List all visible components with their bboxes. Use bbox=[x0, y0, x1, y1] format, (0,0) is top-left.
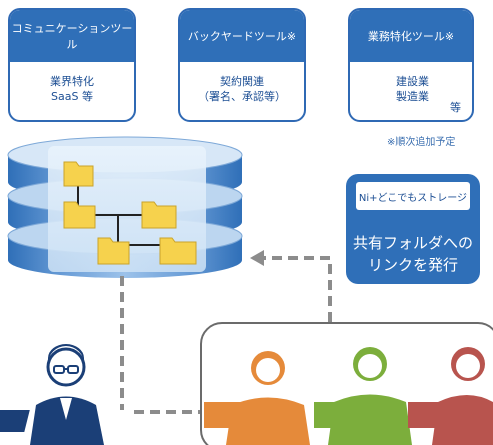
tool-card-title: 業務特化ツール※ bbox=[350, 10, 472, 62]
folder-icon bbox=[159, 237, 197, 265]
storage-caption-line: リンクを発行 bbox=[367, 256, 458, 274]
tool-card-body: 業界特化 SaaS 等 bbox=[10, 62, 134, 104]
folder-icon bbox=[63, 161, 94, 187]
tool-card-industry: 業務特化ツール※ 建設業 製造業 等 bbox=[348, 8, 474, 122]
arrow-head-icon bbox=[250, 250, 264, 266]
tool-card-line: 製造業 bbox=[396, 90, 429, 103]
admin-user-icon bbox=[0, 344, 104, 445]
tool-card-line: 建設業 bbox=[396, 75, 429, 88]
tool-card-line: 契約関連 bbox=[220, 75, 264, 88]
tool-card-title: コミュニケーションツール bbox=[10, 10, 134, 62]
tool-card-body: 建設業 製造業 等 bbox=[350, 62, 472, 120]
tool-card-line: 業界特化 bbox=[50, 75, 94, 88]
tool-card-extra: 等 bbox=[450, 101, 461, 114]
tool-card-title: バックヤードツール※ bbox=[180, 10, 304, 62]
storage-callout: Ni+どこでもストレージ 共有フォルダへの リンクを発行 bbox=[346, 174, 480, 284]
folder-icon bbox=[141, 201, 177, 229]
operator-user-icon bbox=[204, 351, 310, 445]
folder-icon bbox=[63, 201, 96, 229]
storage-caption-line: 共有フォルダへの bbox=[352, 234, 473, 252]
footnote: ※順次追加予定 bbox=[387, 137, 456, 148]
storage-caption: 共有フォルダへの リンクを発行 bbox=[346, 232, 480, 276]
operator-user-icon bbox=[408, 347, 493, 445]
tool-card-line: （署名、承認等） bbox=[198, 90, 286, 103]
connector-lines bbox=[120, 256, 332, 414]
operator-user-icon bbox=[314, 347, 412, 445]
storage-badge: Ni+どこでもストレージ bbox=[356, 182, 470, 210]
tool-card-body: 契約関連 （署名、承認等） bbox=[180, 62, 304, 104]
folder-icon bbox=[97, 237, 130, 265]
tool-card-line: SaaS 等 bbox=[51, 90, 93, 103]
tool-card-backyard: バックヤードツール※ 契約関連 （署名、承認等） bbox=[178, 8, 306, 122]
tool-card-communication: コミュニケーションツール 業界特化 SaaS 等 bbox=[8, 8, 136, 122]
